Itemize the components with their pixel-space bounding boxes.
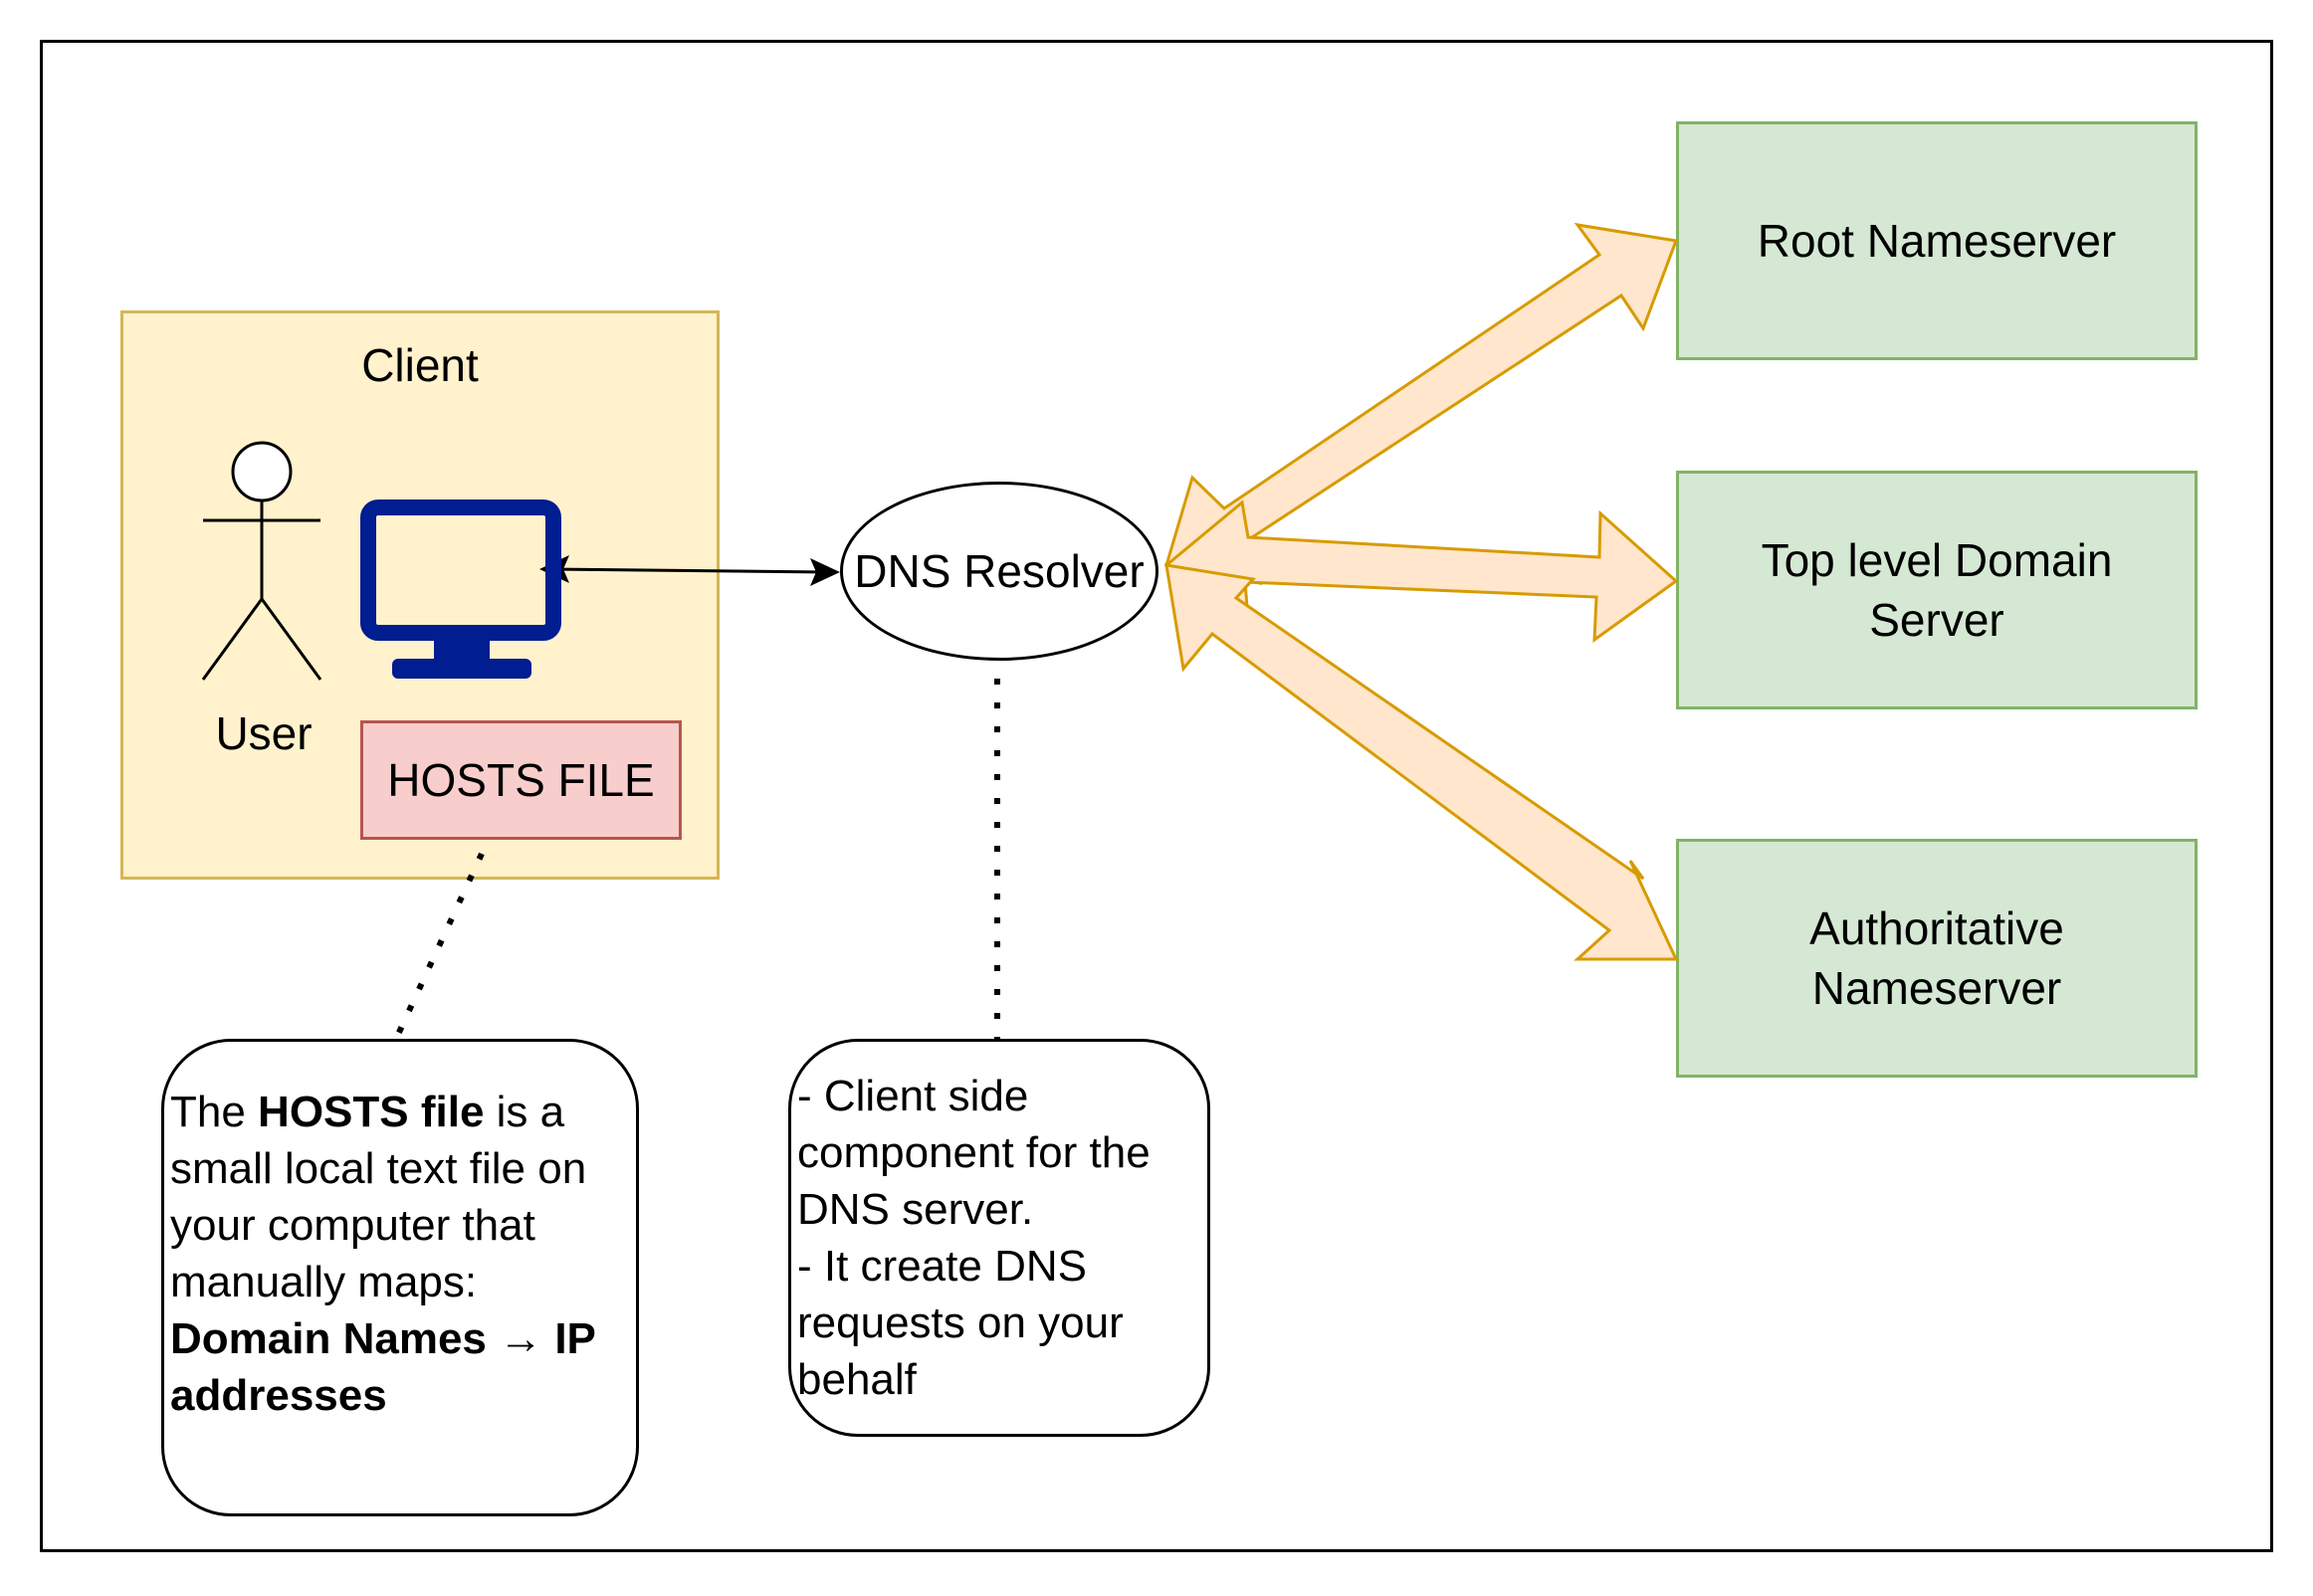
dns-resolver: DNS Resolver bbox=[840, 482, 1158, 661]
hosts-note-bold-mapping: Domain Names → IP addresses bbox=[170, 1314, 596, 1420]
tld-double-arrow bbox=[1163, 499, 1679, 644]
authoritative-nameserver: Authoritative Nameserver bbox=[1676, 839, 2198, 1078]
arrowhead-right bbox=[810, 558, 840, 586]
resolver-note-line1: - Client side component for the DNS serv… bbox=[797, 1072, 1151, 1234]
hosts-file-note: The HOSTS file is a small local text fil… bbox=[161, 1039, 639, 1516]
hosts-note-bold-term: HOSTS file bbox=[258, 1088, 485, 1136]
resolver-note: - Client side component for the DNS serv… bbox=[788, 1039, 1210, 1437]
diagram-frame bbox=[40, 40, 2273, 1552]
root-nameserver: Root Nameserver bbox=[1676, 121, 2198, 360]
root-nameserver-label: Root Nameserver bbox=[1757, 215, 2117, 267]
person-actor-icon bbox=[201, 441, 322, 681]
monitor-resolver-link bbox=[548, 567, 827, 574]
client-label: Client bbox=[361, 339, 479, 391]
hosts-note-body: is a small local text file on your compu… bbox=[170, 1088, 587, 1306]
tld-server: Top level Domain Server bbox=[1676, 471, 2198, 709]
authoritative-double-arrow bbox=[1164, 563, 1679, 961]
hosts-note-prefix: The bbox=[170, 1088, 259, 1136]
tld-server-label: Top level Domain Server bbox=[1761, 534, 2113, 646]
hosts-note-text: The HOSTS file is a small local text fil… bbox=[170, 1084, 622, 1424]
hosts-file-label: HOSTS FILE bbox=[387, 754, 655, 806]
dns-resolver-label: DNS Resolver bbox=[854, 545, 1145, 597]
authoritative-nameserver-label: Authoritative Nameserver bbox=[1809, 902, 2064, 1014]
monitor-icon bbox=[360, 499, 561, 679]
hosts-file-box: HOSTS FILE bbox=[360, 720, 682, 840]
user-label: User bbox=[215, 707, 313, 759]
resolver-note-line2: - It create DNS requests on your behalf bbox=[797, 1242, 1124, 1404]
hosts-note-connector bbox=[393, 852, 485, 1041]
